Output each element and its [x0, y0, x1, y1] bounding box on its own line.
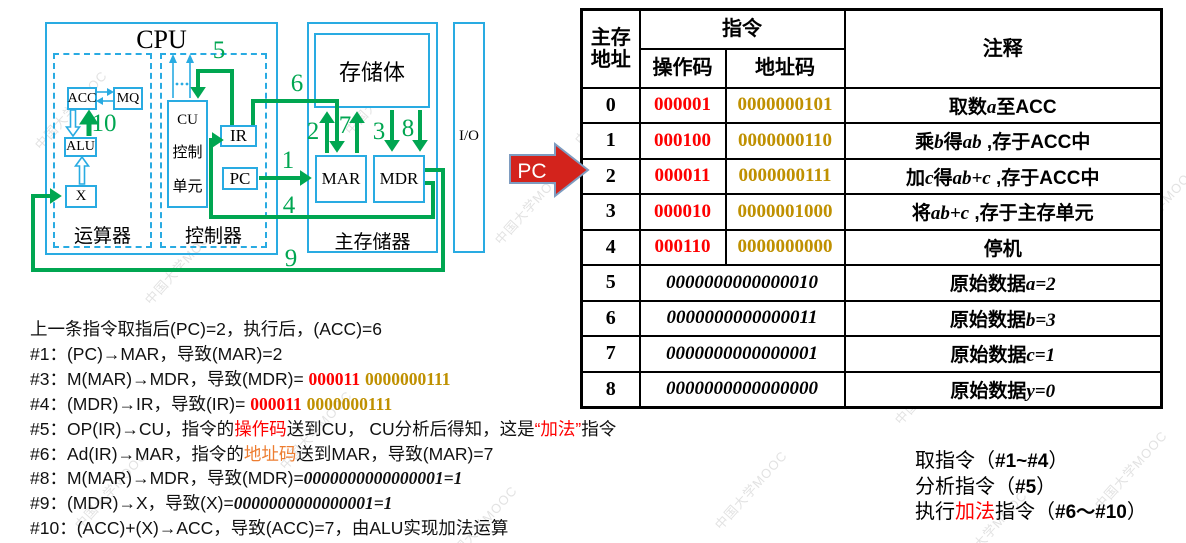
memory-address-cell: 2: [580, 157, 641, 195]
step-number-6: 6: [290, 70, 304, 97]
note-line: #6：Ad(IR)→MAR，指令的地址码送到MAR，导致(MAR)=7: [30, 443, 494, 464]
memory-address-header-line2: 地址: [590, 48, 631, 71]
cu-line-1: CU: [177, 112, 198, 129]
opcode-cell: 000011: [638, 157, 727, 195]
address-code-cell: 0000000101: [724, 86, 846, 124]
step-number-5: 5: [212, 37, 226, 64]
execution-steps-notes: 上一条指令取指后(PC)=2，执行后，(ACC)=6 #1：(PC)→MAR，导…: [30, 317, 616, 541]
address-code-cell: 0000000110: [724, 122, 846, 160]
pc-pointer-arrow: [509, 141, 590, 199]
table-row: 8 0000000000000000 原始数据y=0: [580, 370, 1163, 408]
table-row: 0 000001 0000000101 取数a至ACC: [580, 86, 1163, 124]
address-code-cell: 0000000111: [724, 157, 846, 195]
opcode-cell: 000110: [638, 228, 727, 266]
acc-register-box: ACC: [67, 87, 97, 110]
table-header-row: 主存 地址 指令 注释: [580, 8, 1163, 89]
cpu-label: CPU: [136, 25, 187, 54]
table-row: 7 0000000000000001 原始数据c=1: [580, 335, 1163, 373]
instruction-table: 主存 地址 指令 注释 操作码 地址码 0 000001 0000000101 …: [580, 8, 1163, 409]
ir-register-box: IR: [220, 125, 257, 147]
pc-pointer-label: PC: [517, 160, 546, 183]
table-row: 5 0000000000000010 原始数据a=2: [580, 264, 1163, 302]
alu-box: ALU: [64, 137, 97, 157]
step-number-1: 1: [281, 147, 295, 174]
comment-cell: 原始数据a=2: [843, 264, 1163, 302]
step-number-4: 4: [282, 192, 296, 219]
cu-line-2: 控制: [172, 145, 203, 162]
step-number-8: 8: [401, 115, 415, 142]
alu-section-label: 运算器: [73, 226, 131, 247]
note-line: #3：M(MAR)→MDR，导致(MDR)= 000011 0000000111: [30, 368, 451, 389]
comment-header: 注释: [843, 8, 1163, 89]
main-memory-label: 主存储器: [334, 232, 411, 253]
mar-register-box: MAR: [315, 155, 367, 203]
note-line: #1：(PC)→MAR，导致(MAR)=2: [30, 343, 283, 364]
watermark-text: 中国大学MOOC: [491, 162, 571, 248]
step-number-10: 10: [91, 110, 117, 137]
memory-address-cell: 1: [580, 122, 641, 160]
opcode-cell: 000100: [638, 122, 727, 160]
phase-line: 执行加法指令（#6～#10）: [915, 501, 1147, 523]
memory-address-cell: 8: [580, 370, 641, 408]
memory-address-cell: 4: [580, 228, 641, 266]
comment-cell: 将ab+c ,存于主存单元: [843, 193, 1163, 231]
cu-section-label: 控制器: [184, 226, 242, 247]
comment-cell: 停机: [843, 228, 1163, 266]
io-box: [453, 22, 485, 253]
note-line: #9：(MDR)→X，导致(X)=0000000000000001=1: [30, 493, 393, 514]
table-row: 3 000010 0000001000 将ab+c ,存于主存单元: [580, 193, 1163, 231]
cu-box: CU 控制 单元: [167, 100, 208, 208]
step-number-9: 9: [284, 245, 298, 272]
address-code-cell: 0000001000: [724, 193, 846, 231]
phase-line: 分析指令（#5）: [915, 475, 1057, 498]
note-line: #4：(MDR)→IR，导致(IR)= 000011 0000000111: [30, 393, 393, 414]
opcode-cell: 000001: [638, 86, 727, 124]
mdr-register-box: MDR: [373, 155, 425, 203]
io-label: I/O: [459, 128, 479, 144]
data-word-cell: 0000000000000000: [638, 370, 846, 408]
comment-cell: 原始数据b=3: [843, 299, 1163, 337]
comment-cell: 原始数据c=1: [843, 335, 1163, 373]
note-line: 上一条指令取指后(PC)=2，执行后，(ACC)=6: [30, 319, 382, 339]
step-number-3: 3: [372, 118, 386, 145]
step-number-7: 7: [338, 112, 352, 139]
memory-address-cell: 3: [580, 193, 641, 231]
pc-register-box: PC: [222, 167, 258, 190]
addrcode-header: 地址码: [724, 47, 846, 89]
cu-line-3: 单元: [172, 178, 203, 195]
comment-cell: 原始数据y=0: [843, 370, 1163, 408]
memory-address-cell: 6: [580, 299, 641, 337]
x-register-box: X: [65, 185, 97, 208]
table-row: 4 000110 0000000000 停机: [580, 228, 1163, 266]
phase-line: 取指令（#1~#4）: [915, 450, 1069, 472]
table-row: 6 0000000000000011 原始数据b=3: [580, 299, 1163, 337]
table-row: 2 000011 0000000111 加c得ab+c ,存于ACC中: [580, 157, 1163, 195]
note-line: #10：(ACC)+(X)→ACC，导致(ACC)=7，由ALU实现加法运算: [30, 518, 509, 539]
memory-bank-box: 存储体: [314, 33, 430, 108]
comment-cell: 取数a至ACC: [843, 86, 1163, 124]
note-line: #8：M(MAR)→MDR，导致(MDR)=0000000000000001=1: [30, 468, 463, 489]
memory-address-cell: 5: [580, 264, 641, 302]
note-line: #5：OP(IR)→CU，指令的操作码送到CU， CU分析后得知，这是“加法”指…: [30, 418, 617, 439]
data-word-cell: 0000000000000001: [638, 335, 846, 373]
memory-address-header: 主存 地址: [580, 8, 641, 89]
comment-cell: 乘b得ab ,存于ACC中: [843, 122, 1163, 160]
mq-register-box: MQ: [113, 87, 143, 110]
step-number-2: 2: [306, 118, 320, 145]
instruction-phases-notes: 取指令（#1~#4） 分析指令（#5） 执行加法指令（#6～#10）: [915, 449, 1147, 526]
table-subheader-row: 操作码 地址码: [582, 47, 1162, 89]
data-word-cell: 0000000000000011: [638, 299, 846, 337]
opcode-cell: 000010: [638, 193, 727, 231]
data-word-cell: 0000000000000010: [638, 264, 846, 302]
memory-address-cell: 0: [580, 86, 641, 124]
opcode-header: 操作码: [638, 47, 727, 89]
watermark-text: 中国大学MOOC: [711, 447, 791, 533]
instruction-header: 指令: [638, 8, 846, 50]
table-row: 1 000100 0000000110 乘b得ab ,存于ACC中: [580, 122, 1163, 160]
comment-cell: 加c得ab+c ,存于ACC中: [843, 157, 1163, 195]
memory-address-cell: 7: [580, 335, 641, 373]
memory-address-header-line1: 主存: [590, 26, 631, 49]
address-code-cell: 0000000000: [724, 228, 846, 266]
